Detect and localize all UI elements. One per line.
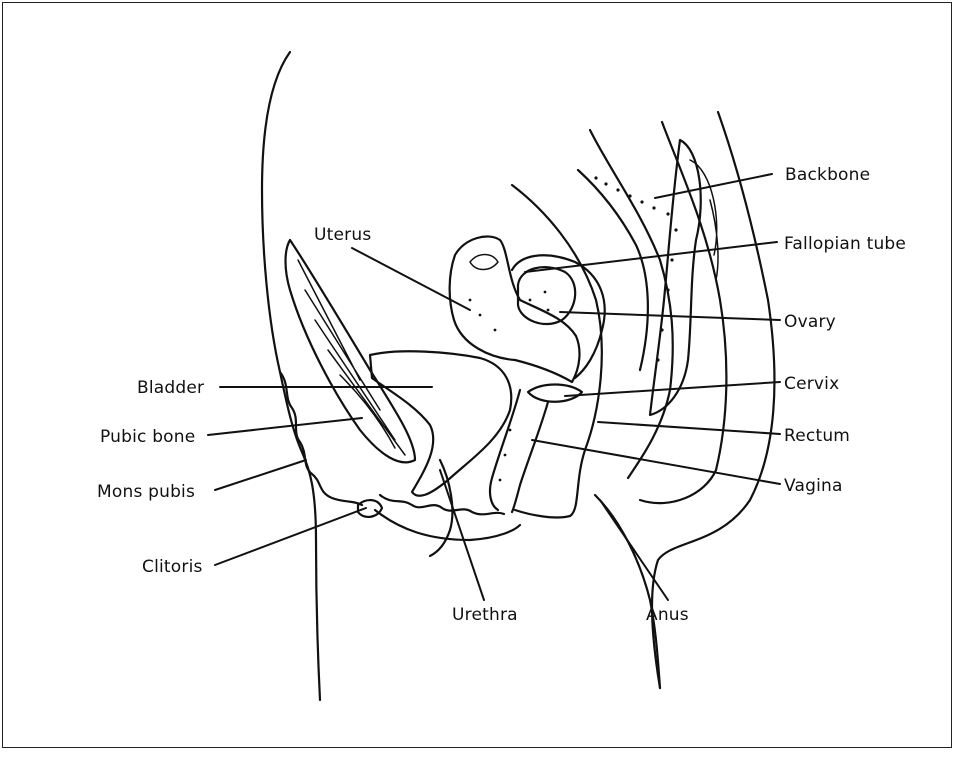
mons-pubis-leader — [215, 460, 306, 490]
cervix-shape — [528, 385, 582, 402]
uterus-cavity — [470, 255, 498, 270]
label-bladder: Bladder — [137, 378, 204, 398]
urethra-leader — [440, 470, 484, 600]
label-rectum: Rectum — [784, 426, 850, 446]
vagina-leader — [532, 440, 780, 484]
front-body-outline — [262, 52, 320, 700]
anus-leader — [600, 500, 668, 600]
pubic-bone-leader — [208, 418, 362, 435]
vagina-outline — [490, 390, 520, 510]
rectum-leader — [598, 422, 780, 434]
backbone-shape — [650, 140, 701, 415]
label-clitoris: Clitoris — [142, 557, 203, 577]
vagina-outline-2 — [512, 402, 548, 512]
mons-pubis-edge — [280, 372, 362, 505]
label-mons-pubis: Mons pubis — [97, 482, 195, 502]
label-vagina: Vagina — [784, 476, 843, 496]
clitoris-shape — [358, 500, 382, 517]
label-pubic-bone: Pubic bone — [100, 427, 195, 447]
label-backbone: Backbone — [785, 165, 870, 185]
backbone-leader — [655, 174, 772, 198]
label-fallopian-tube: Fallopian tube — [784, 234, 906, 254]
label-ovary: Ovary — [784, 312, 836, 332]
perineum-line — [380, 495, 504, 514]
uterus-leader — [352, 248, 470, 310]
cervix-leader — [565, 382, 780, 396]
anatomy-drawing — [262, 52, 774, 700]
label-anus: Anus — [646, 605, 689, 625]
anal-canal-line — [595, 495, 660, 688]
label-urethra: Urethra — [452, 605, 518, 625]
label-cervix: Cervix — [784, 374, 839, 394]
ovary-shape — [518, 267, 575, 324]
back-inner-line-2 — [640, 122, 726, 503]
label-uterus: Uterus — [314, 225, 371, 245]
clitoris-leader — [215, 508, 366, 565]
labels: Uterus Backbone Fallopian tube Ovary Cer… — [97, 165, 906, 625]
pubic-bone-hatch — [298, 260, 405, 455]
